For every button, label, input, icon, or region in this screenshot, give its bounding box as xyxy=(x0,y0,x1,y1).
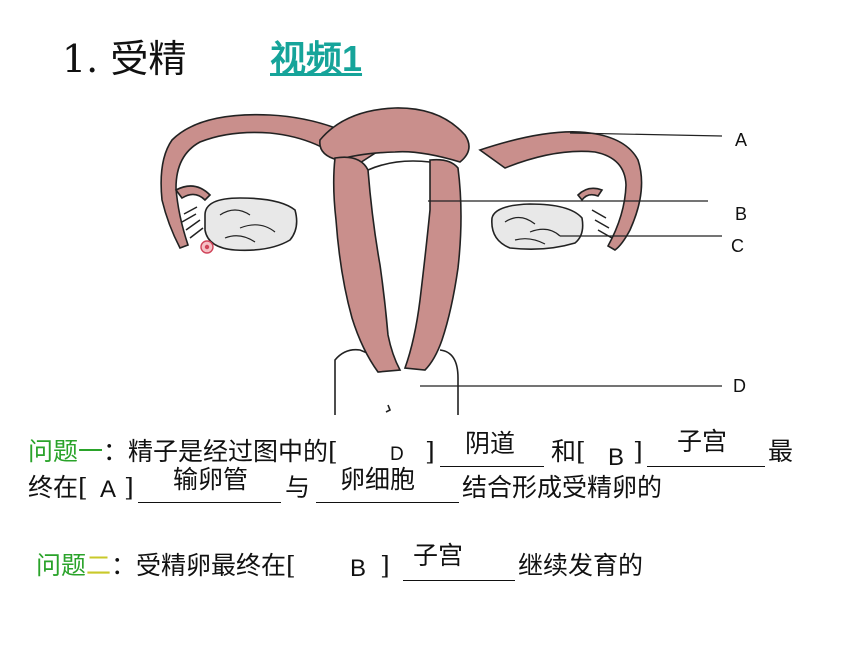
leader-lines xyxy=(420,132,723,387)
q1-answer-oviduct: 输卵管 xyxy=(173,465,249,494)
label-c: C xyxy=(731,236,744,256)
label-a: A xyxy=(735,130,747,150)
q1-with: 与 xyxy=(285,473,311,502)
q2-colon: ： xyxy=(111,551,137,580)
q1-text1: 精子是经过图中的[ xyxy=(128,437,338,466)
q1-close3: ] xyxy=(124,473,134,502)
right-fimbriae xyxy=(591,209,613,239)
q1-answer-b: B xyxy=(608,444,625,471)
q2-line: 问题二：受精卵最终在[ xyxy=(36,551,296,581)
q2-blank xyxy=(403,579,515,581)
q1-blank2 xyxy=(647,465,765,467)
q2-text1: 受精卵最终在[ xyxy=(136,551,296,580)
video-link[interactable]: 视频1 xyxy=(270,38,363,79)
q1-answer-egg: 卵细胞 xyxy=(340,465,416,494)
right-fimbria-curl xyxy=(576,187,604,202)
right-ovary xyxy=(491,203,584,251)
label-b: B xyxy=(735,204,747,224)
uterus-left-wall xyxy=(332,156,402,373)
q1-close1: ] xyxy=(425,437,435,466)
leader-line-a xyxy=(569,132,723,137)
q1-colon: ： xyxy=(103,437,129,466)
page-title: 1. 受精 xyxy=(62,37,187,81)
right-ovary-detail xyxy=(504,216,561,245)
left-ovary-detail xyxy=(219,209,276,243)
q1-tail1: 最 xyxy=(768,437,794,466)
q2-tail: 继续发育的 xyxy=(518,551,644,580)
q1-prefix: 问题一 xyxy=(28,437,104,466)
right-oviduct xyxy=(478,131,643,251)
q2-answer-b: B xyxy=(350,555,367,582)
egg-nucleus xyxy=(204,244,210,250)
uterus-right-wall xyxy=(403,158,462,371)
lower-body-outline xyxy=(334,348,459,415)
diagram-body xyxy=(160,107,643,415)
q2-prefix-number: 二 xyxy=(86,551,112,580)
left-fimbriae xyxy=(181,206,204,239)
uterus-fundus xyxy=(319,107,470,163)
left-ovary xyxy=(204,197,298,252)
q1-answer-vagina: 阴道 xyxy=(465,429,516,458)
q1-and: 和[ xyxy=(551,437,586,466)
q1-line1: 问题一：精子是经过图中的[ xyxy=(28,437,338,467)
label-d: D xyxy=(733,376,746,396)
q1-blank1 xyxy=(440,465,544,467)
q1-answer-a: A xyxy=(100,476,117,503)
q1-line2-start: 终在[ xyxy=(28,473,88,502)
q2-prefix: 问题 xyxy=(36,551,87,580)
q1-answer-uterus: 子宫 xyxy=(677,427,728,456)
q1-close2: ] xyxy=(633,437,643,466)
q2-close: ] xyxy=(380,551,390,580)
q2-answer-uterus: 子宫 xyxy=(413,541,464,570)
uterine-cavity xyxy=(367,160,431,171)
q1-blank4 xyxy=(316,501,459,503)
q1-blank3 xyxy=(138,501,281,503)
left-fimbria-curl xyxy=(174,185,212,202)
q1-answer-d: D xyxy=(390,444,404,465)
q1-tail2: 结合形成受精卵的 xyxy=(462,473,663,502)
cervix-mark xyxy=(385,404,392,413)
